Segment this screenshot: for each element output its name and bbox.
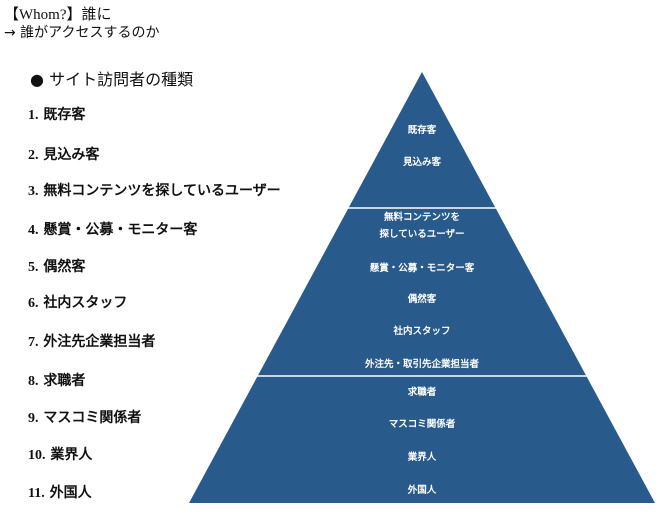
item-label: 求職者 [43,373,86,389]
item-label: 外国人 [49,485,92,501]
list-item: 1. 既存客 [28,104,85,124]
item-number: 1. [28,108,39,123]
item-number: 4. [28,223,39,238]
pyramid-label: 業界人 [407,452,437,463]
item-label: 外注先企業担当者 [43,334,156,350]
item-number: 9. [28,411,39,426]
header-subtitle: → 誰がアクセスするのか [4,25,160,41]
item-number: 8. [28,374,39,389]
list-item: 5. 偶然客 [28,256,85,276]
list-item: 10. 業界人 [28,444,92,464]
pyramid-label: 外国人 [407,485,437,496]
item-number: 3. [28,184,39,199]
section-heading: ● サイト訪問者の種類 [30,66,193,90]
pyramid-label: 外注先・取引先企業担当者 [364,359,479,370]
pyramid-label: 社内スタッフ [393,326,451,337]
pyramid-shape [189,72,655,503]
list-item: 2. 見込み客 [28,144,99,164]
list-item: 4. 懸賞・公募・モニター客 [28,219,197,239]
pyramid-label: 既存客 [407,125,437,136]
list-item: 9. マスコミ関係者 [28,407,141,427]
item-label: 業界人 [50,447,93,463]
pyramid-label: 偶然客 [407,294,437,305]
pyramid-label: 求職者 [407,387,437,398]
list-item: 7. 外注先企業担当者 [28,331,155,351]
item-label: マスコミ関係者 [43,410,142,426]
list-item: 3. 無料コンテンツを探しているユーザー [28,180,281,200]
list-item: 11. 外国人 [28,482,92,502]
item-number: 5. [28,260,39,275]
bullet-icon: ● [30,70,44,89]
pyramid-label: マスコミ関係者 [388,419,456,430]
item-label: 見込み客 [43,147,100,163]
item-number: 7. [28,335,39,350]
item-label: 偶然客 [43,259,86,275]
item-label: 懸賞・公募・モニター客 [43,222,198,238]
item-number: 2. [28,148,39,163]
pyramid-label: 探しているユーザー [379,229,465,240]
item-number: 6. [28,296,39,311]
item-label: 社内スタッフ [43,295,128,311]
pyramid-label: 懸賞・公募・モニター客 [369,263,475,274]
list-item: 6. 社内スタッフ [28,292,127,312]
pyramid-label: 無料コンテンツを [383,212,460,223]
list-item: 8. 求職者 [28,370,85,390]
pyramid-label: 見込み客 [402,157,441,168]
header-title: 【Whom?】誰に [4,7,112,23]
item-number: 11. [28,486,45,501]
item-number: 10. [28,448,46,463]
section-title: サイト訪問者の種類 [49,70,194,89]
item-label: 既存客 [43,107,86,123]
item-label: 無料コンテンツを探しているユーザー [43,183,281,199]
